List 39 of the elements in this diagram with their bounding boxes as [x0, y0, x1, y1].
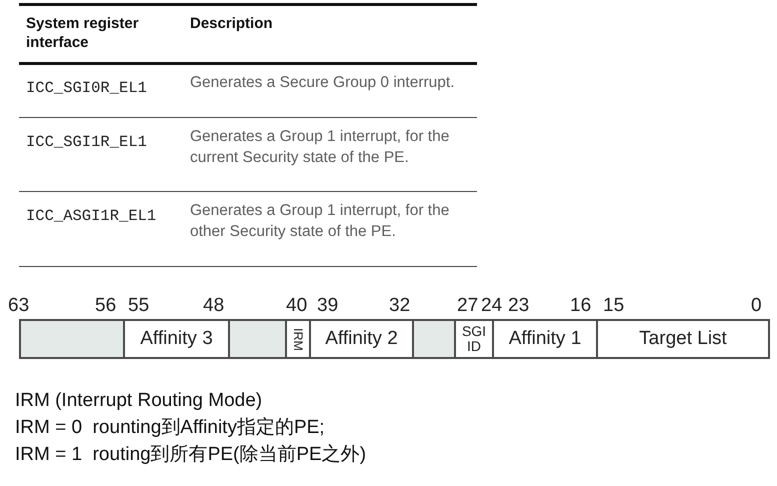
description-text: Generates a Group 1 interrupt, for the other Security state of the PE.	[190, 201, 450, 242]
note-text: IRM (Interrupt Routing Mode)	[15, 389, 262, 413]
register-name: ICC_SGI1R_EL1	[26, 132, 147, 152]
register-name: ICC_ASGI1R_EL1	[26, 206, 156, 226]
bit-number: 27	[457, 295, 478, 317]
field-label: Affinity 2	[325, 328, 398, 350]
column-header: System register interface	[26, 14, 140, 52]
register-field	[492, 319, 598, 359]
reserved-field	[19, 319, 125, 359]
register-field	[309, 319, 414, 359]
reserved-field	[228, 319, 287, 359]
reserved-field	[412, 319, 456, 359]
register-field	[596, 319, 770, 359]
bit-number: 48	[203, 295, 224, 317]
bit-number: 56	[95, 295, 116, 317]
column-header: Description	[190, 14, 274, 33]
bit-number: 32	[389, 295, 410, 317]
bit-number: 15	[603, 295, 624, 317]
register-field	[123, 319, 230, 359]
bit-number: 55	[128, 295, 150, 317]
bit-number: 63	[8, 295, 30, 317]
field-label: SGI ID	[462, 324, 486, 354]
bit-number: 40	[286, 295, 308, 317]
note-text: IRM = 1 routing到所有PE(除当前PE之外)	[15, 443, 366, 467]
field-label: Affinity 3	[140, 328, 213, 350]
bit-number: 16	[570, 295, 592, 317]
description-text: Generates a Secure Group 0 interrupt.	[190, 73, 456, 93]
bit-number: 23	[508, 295, 530, 317]
bit-number: 0	[751, 295, 762, 317]
bit-number: 39	[317, 295, 338, 317]
note-text: IRM = 0 rounting到Affinity指定的PE;	[15, 416, 325, 440]
bit-number: 24	[481, 295, 502, 317]
field-label: Affinity 1	[508, 328, 582, 350]
field-label: Target List	[639, 328, 727, 350]
field-label: IRM	[291, 328, 305, 350]
register-field	[285, 319, 311, 359]
register-name: ICC_SGI0R_EL1	[26, 78, 147, 98]
register-field	[454, 319, 494, 359]
description-text: Generates a Group 1 interrupt, for the current Security state of the PE.	[190, 127, 450, 168]
